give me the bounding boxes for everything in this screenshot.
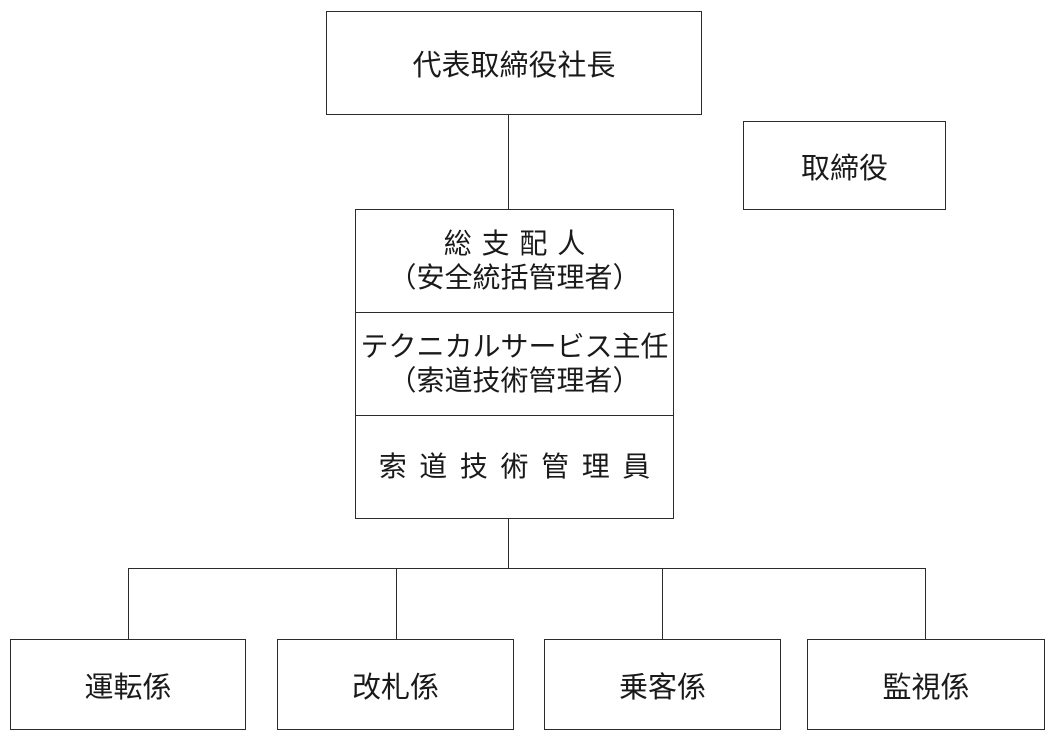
ceo-label: 代表取締役社長	[412, 48, 616, 82]
connector-unit-2	[396, 568, 397, 640]
technical-chief-role: （索道技術管理者）	[388, 364, 641, 397]
unit-label: 監視係	[882, 669, 970, 704]
unit-box-operation: 運転係	[10, 639, 246, 730]
ceo-box: 代表取締役社長	[326, 11, 702, 115]
connector-ceo-to-gm	[508, 114, 509, 210]
general-manager-box: 総支配人 （安全統括管理者）	[355, 209, 674, 313]
ropeway-technical-manager-box: 索道技術管理員	[355, 415, 674, 519]
connector-horizontal-bus	[128, 568, 926, 569]
unit-box-monitoring: 監視係	[807, 639, 1045, 730]
technical-chief-title: テクニカルサービス主任	[360, 330, 669, 364]
unit-label: 改札係	[351, 669, 439, 704]
connector-unit-3	[662, 568, 663, 640]
unit-box-passenger: 乗客係	[544, 639, 781, 730]
connector-manager-down	[508, 518, 509, 569]
general-manager-role: （安全統括管理者）	[388, 261, 641, 294]
technical-chief-box: テクニカルサービス主任 （索道技術管理者）	[355, 312, 674, 416]
unit-box-ticket-gate: 改札係	[277, 639, 514, 730]
director-box: 取締役	[743, 121, 946, 210]
general-manager-title: 総支配人	[443, 227, 595, 261]
unit-label: 運転係	[84, 669, 172, 704]
director-label: 取締役	[800, 150, 888, 185]
connector-unit-4	[925, 568, 926, 640]
unit-label: 乗客係	[618, 669, 706, 704]
ropeway-technical-manager-label: 索道技術管理員	[378, 450, 663, 484]
connector-unit-1	[128, 568, 129, 640]
